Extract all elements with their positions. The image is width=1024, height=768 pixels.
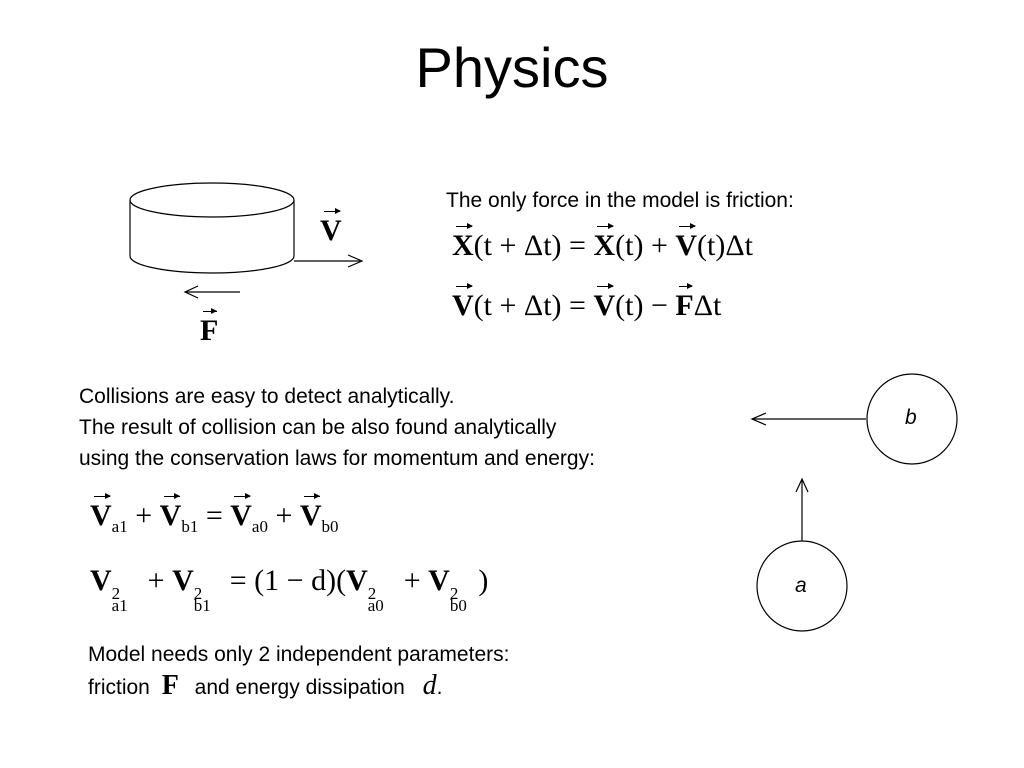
velocity-arrow bbox=[294, 254, 364, 268]
ball-a-arrow bbox=[795, 477, 809, 541]
friction-arrow bbox=[183, 285, 240, 299]
params-line-2: friction F and energy dissipation d. bbox=[88, 670, 443, 701]
force-label: F bbox=[200, 308, 219, 347]
momentum-equation: Va1 + Vb1 = Va0 + Vb0 bbox=[90, 493, 339, 537]
position-equation: X(t + Δt) = X(t) + V(t)Δt bbox=[452, 223, 753, 262]
dissipation-symbol: d bbox=[422, 670, 437, 701]
friction-intro: The only force in the model is friction: bbox=[446, 189, 794, 212]
velocity-equation: V(t + Δt) = V(t) − FΔt bbox=[452, 283, 722, 322]
velocity-label: V bbox=[320, 208, 342, 247]
ball-a-label: a bbox=[795, 574, 807, 597]
cylinder-shape bbox=[129, 182, 295, 274]
ball-b bbox=[866, 373, 958, 465]
ball-b-label: b bbox=[905, 406, 917, 429]
ball-b-arrow bbox=[750, 412, 866, 426]
collision-text: Collisions are easy to detect analytical… bbox=[79, 385, 595, 470]
params-line-1: Model needs only 2 independent parameter… bbox=[88, 643, 510, 666]
force-symbol: F bbox=[161, 670, 179, 701]
page-title: Physics bbox=[415, 36, 609, 99]
